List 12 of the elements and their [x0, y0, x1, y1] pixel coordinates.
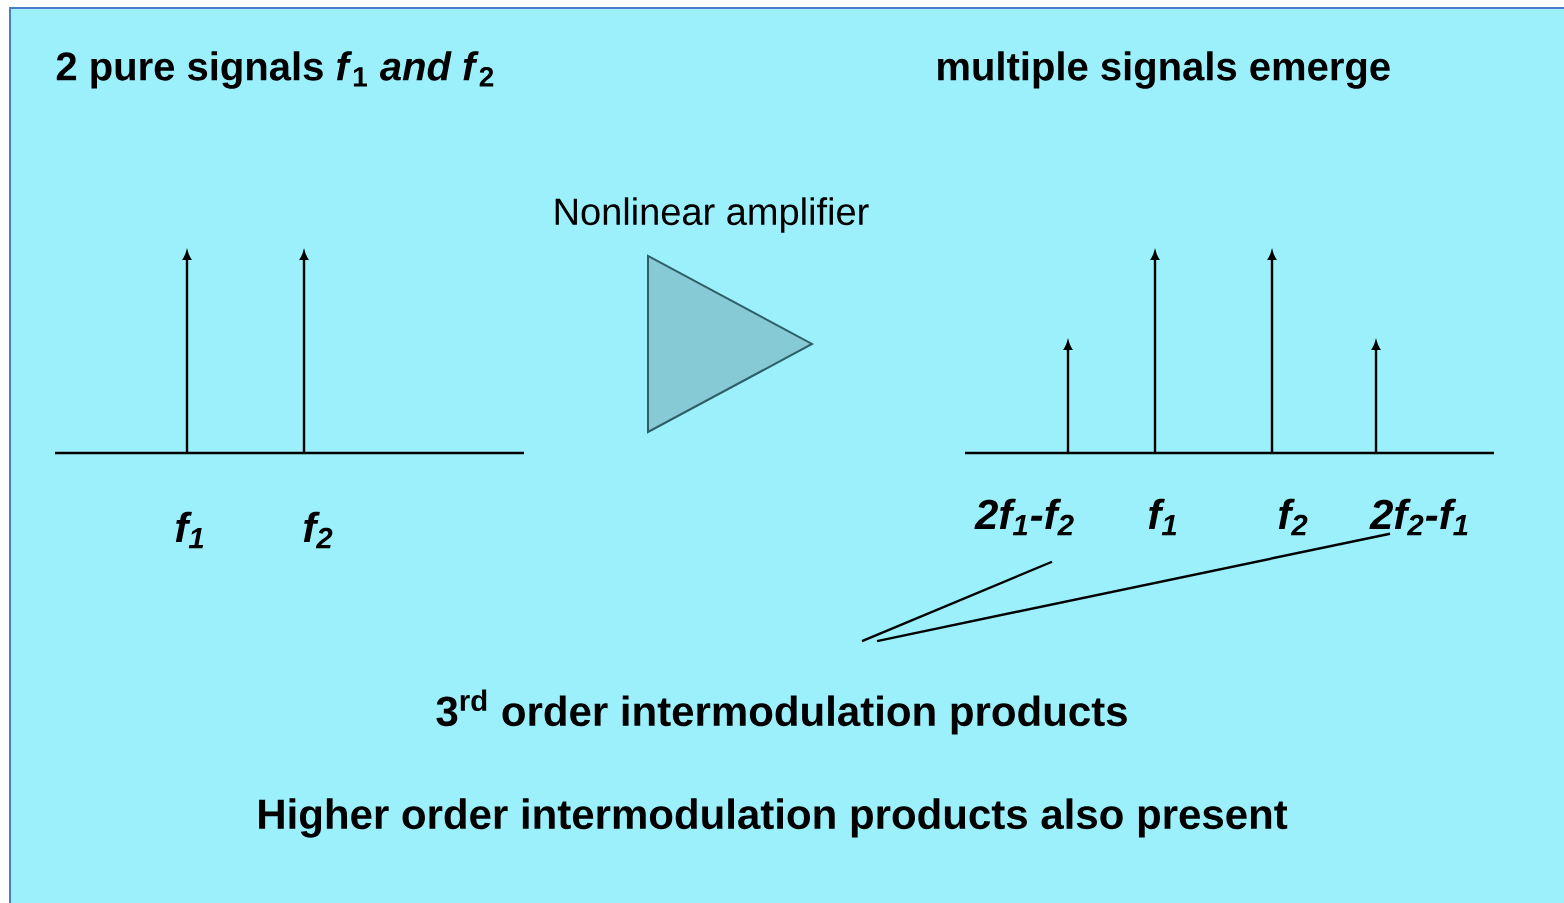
callout-text: 3$^{rd}$ order intermodulation products: [436, 689, 1127, 735]
frequency-label: 2f$_{2}$-f$_{1}$: [1369, 498, 1468, 536]
heading: 2 pure signals f$_{1}$ and f$_{2}$: [56, 51, 494, 89]
frequency-label: f$_{1}$: [175, 511, 204, 549]
frequency-label: 2f$_{1}$-f$_{2}$: [974, 498, 1074, 536]
heading: multiple signals emerge: [938, 51, 1390, 89]
leader-line: [876, 532, 1391, 643]
frequency-label: f$_{2}$: [303, 511, 333, 549]
frequency-label: f$_{1}$: [1148, 498, 1177, 536]
frequency-label: f$_{2}$: [1278, 498, 1308, 536]
leader-line: [861, 560, 1053, 643]
note-text: Higher order intermodulation products also present: [259, 798, 1288, 838]
